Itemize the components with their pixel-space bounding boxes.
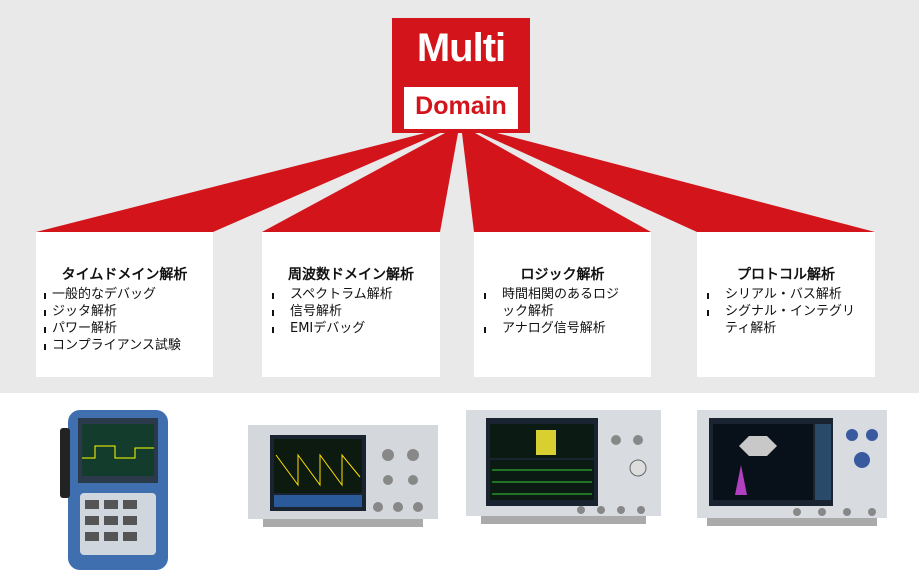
oscilloscope-rto-image (248, 425, 438, 527)
list-item: パワー解析 (36, 320, 213, 337)
domain-title: タイムドメイン解析 (61, 267, 188, 283)
fan-connector-frequency (262, 133, 458, 232)
list-item: EMIデバッグ (262, 320, 440, 337)
list-item: 信号解析 (262, 303, 440, 320)
fan-connector-logic (462, 133, 651, 232)
domain-title: ロジック解析 (520, 267, 605, 283)
domain-box-protocol: プロトコル解析 シリアル・バス解析 シグナル・インテグリティ解析 (697, 232, 875, 377)
fan-connector-protocol (480, 133, 875, 232)
list-item: ジッタ解析 (36, 303, 213, 320)
domain-box-time: タイムドメイン解析 一般的なデバッグ ジッタ解析 パワー解析 コンプライアンス試… (36, 232, 213, 377)
list-item: 時間相関のあるロジック解析 (474, 286, 624, 320)
oscilloscope-rto2-image (466, 410, 661, 524)
handheld-oscilloscope-image (60, 410, 168, 570)
domain-box-logic: ロジック解析 時間相関のあるロジック解析 アナログ信号解析 (474, 232, 651, 377)
logo-line1: Multi (416, 26, 506, 70)
list-item: スペクトラム解析 (262, 286, 440, 303)
logo-line2: Domain (404, 87, 518, 129)
fan-connectors (36, 133, 875, 232)
multi-domain-logo: Multi Domain (392, 18, 530, 133)
list-item: 一般的なデバッグ (36, 286, 213, 303)
list-item: アナログ信号解析 (474, 320, 624, 337)
domain-title: プロトコル解析 (737, 267, 835, 283)
list-item: シリアル・バス解析 (697, 286, 862, 303)
list-item: シグナル・インテグリティ解析 (697, 303, 862, 337)
list-item: コンプライアンス試験 (36, 337, 213, 354)
domain-box-frequency: 周波数ドメイン解析 スペクトラム解析 信号解析 EMIデバッグ (262, 232, 440, 377)
domain-title: 周波数ドメイン解析 (288, 267, 414, 283)
fan-connector-time (36, 133, 440, 232)
oscilloscope-rto-high-end-image (697, 410, 887, 526)
